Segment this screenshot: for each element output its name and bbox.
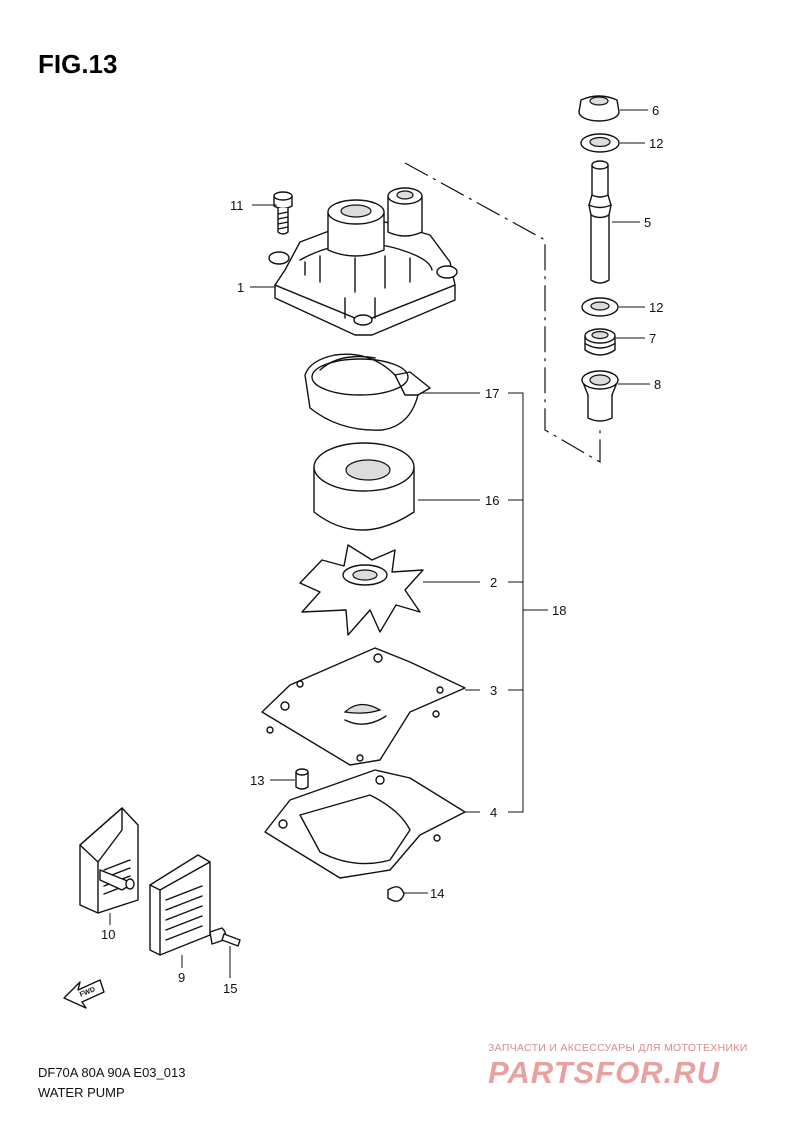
fwd-arrow-icon: FWD [63,979,105,1009]
part-10-strainer[interactable] [79,807,139,914]
figure-name: WATER PUMP [38,1085,125,1100]
callout-14: 14 [430,886,444,901]
callout-4: 4 [490,805,497,820]
part-15-screw[interactable] [209,927,241,947]
part-7-bush[interactable] [584,328,616,356]
part-14-key[interactable] [387,886,405,902]
part-17-liner[interactable] [304,353,431,431]
callout-12-lower: 12 [649,300,663,315]
callout-6: 6 [652,103,659,118]
watermark-caption: ЗАПЧАСТИ И АКСЕССУАРЫ ДЛЯ МОТОТЕХНИКИ [488,1042,748,1054]
callout-16: 16 [485,493,499,508]
callout-9: 9 [178,970,185,985]
part-5-water-tube[interactable] [588,160,612,284]
part-11-bolt[interactable] [273,191,293,235]
callout-7: 7 [649,331,656,346]
part-3-under-panel[interactable] [261,647,466,766]
part-13-dowel-pin[interactable] [295,768,309,790]
part-9-strainer[interactable] [149,854,211,956]
model-code: DF70A 80A 90A E03_013 [38,1065,185,1080]
callout-17: 17 [485,386,499,401]
callout-15: 15 [223,981,237,996]
watermark-brand: PARTSFOR.RU [488,1055,721,1090]
callout-1: 1 [237,280,244,295]
callout-11: 11 [230,198,244,213]
leader-lines [109,109,650,978]
callout-13: 13 [250,773,264,788]
part-1-pump-case[interactable] [268,187,458,336]
callout-2: 2 [490,575,497,590]
callout-12-upper: 12 [649,136,663,151]
figure-title: FIG.13 [38,49,117,79]
callout-5: 5 [644,215,651,230]
part-8-sleeve[interactable] [581,370,619,422]
callout-8: 8 [654,377,661,392]
part-12-seal-upper[interactable] [580,133,620,153]
part-12-seal-lower[interactable] [581,297,619,317]
assembly-guide-line [404,162,601,464]
part-6-grommet[interactable] [578,95,620,122]
callout-3: 3 [490,683,497,698]
part-4-gasket[interactable] [264,769,466,879]
part-2-impeller[interactable] [299,544,424,636]
callout-18: 18 [552,603,566,618]
part-16-impeller-ring[interactable] [313,442,415,531]
callout-10: 10 [101,927,115,942]
